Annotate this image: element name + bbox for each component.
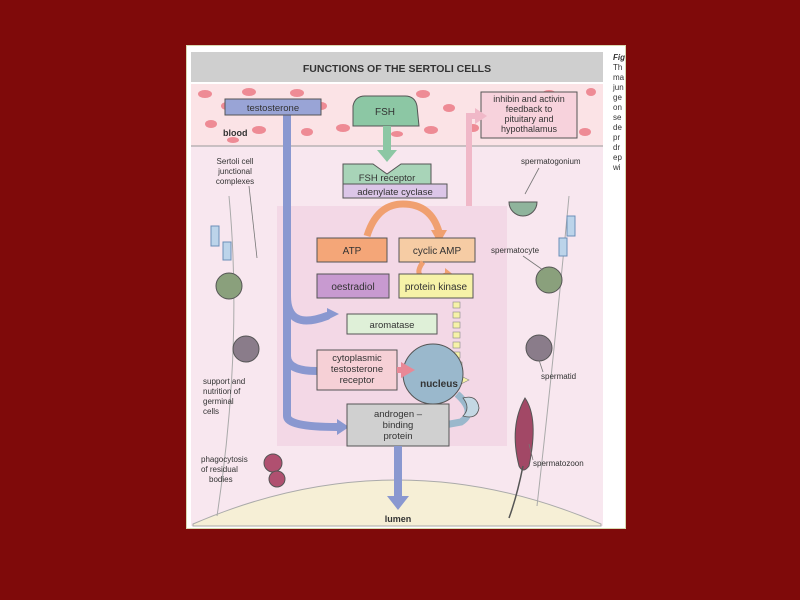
- germ-cell-left-1: [215, 272, 243, 300]
- spermatocyte-label: spermatocyte: [491, 246, 540, 255]
- spermatid-cell: [525, 334, 553, 362]
- side-text-1: Fig: [613, 53, 625, 62]
- aromatase-box: [346, 313, 438, 335]
- residual-body-2: [268, 470, 286, 488]
- nucleus-label: nucleus: [420, 379, 458, 390]
- sertoli-cell-diagram: FUNCTIONS OF THE SERTOLI CELLS: [186, 45, 626, 529]
- spermatozoon-cell: [514, 397, 534, 471]
- spermatogonium-label: spermatogonium: [521, 157, 581, 166]
- adenylate-cyclase-box: [342, 183, 448, 199]
- inhibin-arrow-head: [475, 108, 487, 124]
- fsh-arrow-shaft: [383, 126, 391, 154]
- spermatozoon-pointer: [528, 443, 534, 461]
- atp-label: ATP: [343, 246, 362, 257]
- testosterone-label: testosterone: [247, 103, 299, 114]
- junction-left-2: [222, 241, 232, 261]
- residual-body-1: [263, 453, 283, 473]
- junctional-label-1: Sertoli cell: [217, 157, 254, 166]
- cyclic-amp-box: [398, 237, 476, 263]
- phagocytosis-label-2: of residual: [201, 465, 238, 474]
- phagocytosis-label-1: phagocytosis: [201, 455, 248, 464]
- side-text-11: ep: [613, 153, 622, 162]
- testosterone-pathway: [283, 104, 341, 431]
- inhibin-label-1: inhibin and activin: [493, 94, 565, 104]
- junction-right-2: [558, 237, 568, 257]
- fsh-arrow-head: [377, 150, 397, 162]
- abp-label-3: protein: [383, 431, 412, 442]
- nucleus-shape: [402, 343, 464, 405]
- fsh-receptor-label: FSH receptor: [359, 173, 416, 184]
- blood-label: blood: [223, 128, 248, 138]
- cytoplasmic-receptor-label-3: receptor: [340, 375, 375, 386]
- inhibin-label-2: feedback to: [506, 104, 553, 114]
- side-text-6: on: [613, 103, 622, 112]
- cyclic-amp-label: cyclic AMP: [413, 246, 462, 257]
- oestradiol-box: [316, 273, 390, 299]
- protein-kinase-label: protein kinase: [405, 282, 468, 293]
- side-text-7: se: [613, 113, 622, 122]
- abp-label-1: androgen –: [374, 409, 423, 420]
- lumen-arrow-head: [387, 496, 409, 510]
- side-text-8: de: [613, 123, 622, 132]
- spermatid-pointer: [538, 359, 544, 373]
- inhibin-label-3: pituitary and: [504, 114, 553, 124]
- abp-label-2: binding: [383, 420, 414, 431]
- spermatozoon-tail: [508, 465, 524, 519]
- fsh-label: FSH: [375, 107, 395, 118]
- phagocytosis-label-3: bodies: [209, 475, 233, 484]
- germ-cell-left-2: [232, 335, 260, 363]
- cytoplasmic-receptor-label-1: cytoplasmic: [332, 353, 382, 364]
- support-label-3: germinal: [203, 397, 234, 406]
- ribosome-shape: [462, 396, 480, 418]
- lumen-label: lumen: [385, 514, 412, 524]
- inhibin-arrow: [466, 113, 477, 206]
- junctional-label-3: complexes: [216, 177, 254, 186]
- atp-camp-curve: [363, 200, 443, 238]
- side-text-10: dr: [613, 143, 620, 152]
- title-bar: [191, 52, 603, 82]
- atp-box: [316, 237, 388, 263]
- protein-kinase-box: [398, 273, 474, 299]
- side-text-3: ma: [613, 73, 625, 82]
- fsh-shape: [352, 95, 420, 127]
- spermatocyte-cell: [535, 266, 563, 294]
- junctional-label-2: junctional: [217, 167, 252, 176]
- abp-box: [346, 403, 450, 447]
- support-label-2: nutrition of: [203, 387, 241, 396]
- receptor-to-nucleus-head: [401, 362, 415, 378]
- oestradiol-label: oestradiol: [331, 282, 374, 293]
- testosterone-box: [224, 98, 322, 116]
- side-text-2: Th: [613, 63, 622, 72]
- cropped-side-text: Fig Th ma jun ge on se de pr dr ep wi: [612, 53, 625, 172]
- support-label-1: support and: [203, 377, 245, 386]
- adenylate-cyclase-label: adenylate cyclase: [357, 187, 433, 198]
- inhibin-label-4: hypothalamus: [501, 124, 558, 134]
- side-text-12: wi: [612, 163, 621, 172]
- diagram-title: FUNCTIONS OF THE SERTOLI CELLS: [303, 63, 491, 75]
- right-membrane-line: [536, 195, 570, 507]
- support-label-4: cells: [203, 407, 219, 416]
- aromatase-label: aromatase: [370, 320, 415, 331]
- junction-left-1: [210, 225, 220, 247]
- side-text-5: ge: [613, 93, 622, 102]
- spermatogonium-cell: [508, 201, 538, 217]
- inhibin-box: [480, 91, 578, 139]
- lumen-arrow-shaft: [394, 446, 402, 498]
- spermatogonium-pointer: [524, 167, 540, 195]
- junctional-pointer: [248, 185, 258, 259]
- side-text-4: jun: [612, 83, 624, 92]
- junction-right-1: [566, 215, 576, 237]
- atp-camp-arrow-head: [431, 230, 447, 244]
- spermatid-label: spermatid: [541, 372, 576, 381]
- side-text-9: pr: [613, 133, 620, 142]
- cytoplasmic-receptor-box: [316, 349, 398, 391]
- spermatozoon-label: spermatozoon: [533, 459, 584, 468]
- spermatocyte-pointer: [522, 255, 544, 271]
- cytoplasmic-receptor-label-2: testosterone: [331, 364, 383, 375]
